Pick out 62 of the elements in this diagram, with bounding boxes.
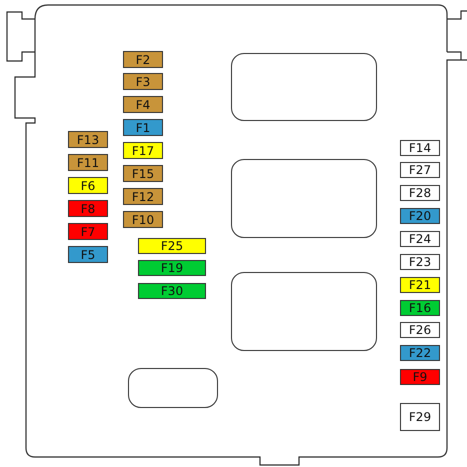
fuse-label: F22 (408, 346, 432, 360)
fuse (68, 177, 108, 194)
fuse-label: F9 (412, 370, 428, 384)
fuse (138, 283, 206, 299)
fuse-label: F19 (160, 261, 184, 275)
fuse-label: F30 (160, 284, 184, 298)
fuse (68, 223, 108, 240)
fuse (123, 165, 163, 182)
fuse-label: F8 (80, 202, 96, 216)
fuse (68, 131, 108, 148)
fuse (400, 345, 440, 361)
fuse-label: F16 (408, 301, 432, 315)
fuse-label: F12 (132, 190, 154, 204)
fuse-label: F23 (408, 255, 432, 269)
fuse-label: F6 (80, 178, 96, 192)
fuse (123, 73, 163, 90)
fuse-label: F4 (136, 98, 150, 112)
relay-slot (231, 159, 377, 238)
fuse (400, 208, 440, 224)
fuse-label: F26 (408, 323, 432, 337)
relay-slot (231, 53, 377, 121)
fuse-label: F1 (136, 120, 150, 134)
fuse-label: F27 (408, 163, 432, 177)
fuse (400, 185, 440, 201)
fuse (400, 277, 440, 293)
fuse (400, 403, 440, 431)
relay-slot (231, 272, 377, 351)
fuse (400, 231, 440, 247)
fuse-label: F13 (76, 132, 100, 146)
relay-slot (128, 368, 218, 408)
fuse-label: F15 (132, 166, 154, 180)
fuse (400, 322, 440, 338)
fuse-label: F24 (408, 232, 432, 246)
fuse-label: F5 (80, 248, 96, 262)
fuse-label: F7 (80, 224, 96, 238)
fuse (400, 369, 440, 385)
fuse (400, 254, 440, 270)
fuse (68, 246, 108, 263)
fuse-label: F29 (408, 410, 432, 424)
fuse-label: F28 (408, 186, 432, 200)
fuse-label: F11 (76, 156, 100, 170)
fuse (123, 188, 163, 205)
fuse (400, 300, 440, 316)
fuse (138, 238, 206, 254)
fuse-label: F14 (408, 141, 432, 155)
fuse (123, 96, 163, 113)
fuse-label: F3 (136, 74, 150, 88)
fuse-label: F10 (132, 212, 154, 226)
fuse-label: F21 (408, 278, 432, 292)
fuse (138, 260, 206, 276)
fuse (68, 200, 108, 217)
fuse (123, 142, 163, 159)
fuse (123, 119, 163, 136)
fuse-label: F25 (160, 239, 184, 253)
fuse-label: F2 (136, 52, 150, 66)
fuse (123, 51, 163, 68)
fuse-label: F20 (408, 209, 432, 223)
fuse (400, 140, 440, 156)
fuse-label: F17 (132, 144, 154, 158)
fuse (123, 211, 163, 228)
fuse (400, 162, 440, 178)
fuse (68, 154, 108, 171)
